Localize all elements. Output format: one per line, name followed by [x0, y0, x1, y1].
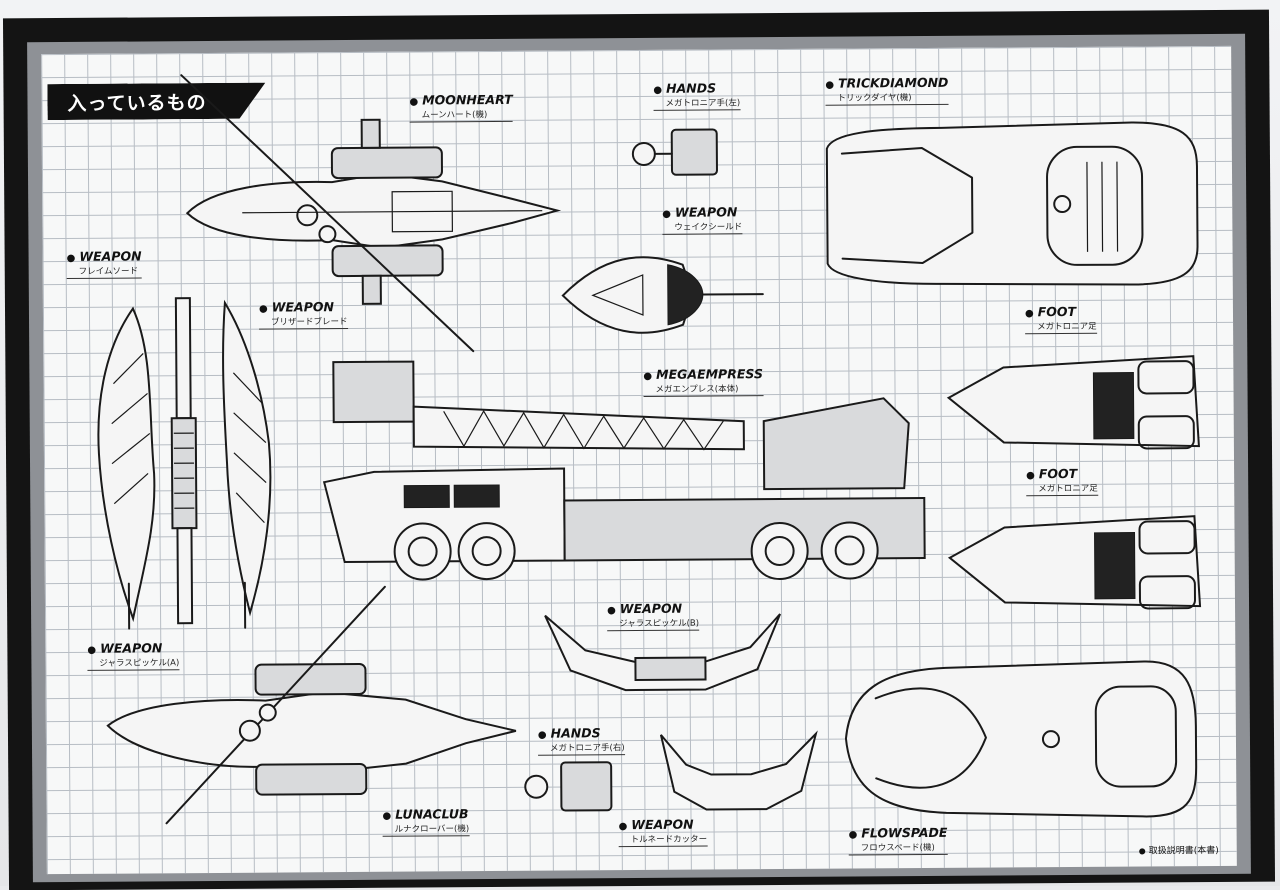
weapon-shield-sub: ウェイクシールド: [662, 223, 742, 235]
label-moonheart: MOONHEART ムーンハート(機): [409, 93, 512, 123]
foot-bottom-sub: メガトロニア足: [1026, 484, 1098, 496]
weapon-flame-sub: フレイムソード: [67, 267, 142, 279]
hands-top-name: HANDS: [653, 81, 740, 96]
tornado-cutter-drawing: [661, 734, 817, 810]
hands-bottom-drawing: [525, 762, 611, 811]
weapon-blizzard-sub: ブリザードブレード: [259, 318, 348, 331]
flowspade-drawing: [845, 661, 1196, 818]
label-foot-top: FOOT メガトロニア足: [1025, 305, 1097, 335]
label-weapon-flame: WEAPON フレイムソード: [67, 249, 142, 279]
hands-bottom-sub: メガトロニア手(右): [538, 744, 625, 757]
foot-bottom-drawing: [949, 516, 1200, 610]
weapon-tornado-name: WEAPON: [618, 818, 707, 833]
flame-sword-drawing: [98, 308, 156, 628]
weapon-flame-name: WEAPON: [67, 249, 142, 264]
staff-drawing: [171, 298, 197, 623]
foot-top-name: FOOT: [1025, 305, 1097, 320]
footnote: 取扱説明書(本書): [1139, 843, 1219, 857]
label-weapon-blizzard: WEAPON ブリザードブレード: [259, 300, 348, 330]
megaempress-sub: メガエンプレス(本体): [643, 385, 763, 398]
flowspade-sub: フロウスペード(機): [849, 843, 948, 856]
label-weapon-shield: WEAPON ウェイクシールド: [662, 205, 742, 235]
lunaclub-name: LUNACLUB: [382, 807, 469, 822]
lunaclub-sub: ルナクローバー(機): [383, 825, 470, 838]
label-weapon-jaws-left: WEAPON ジャラスピッケル(A): [87, 641, 179, 671]
trickdiamond-name: TRICKDIAMOND: [825, 76, 948, 91]
foot-top-sub: メガトロニア足: [1025, 322, 1097, 334]
weapon-jaws-left-name: WEAPON: [87, 641, 179, 656]
flowspade-name: FLOWSPADE: [849, 826, 948, 841]
weapon-shield-name: WEAPON: [662, 205, 742, 220]
hands-top-drawing: [633, 129, 717, 175]
weapon-tornado-sub: トルネードカッター: [619, 835, 708, 848]
label-lunaclub: LUNACLUB ルナクローバー(機): [382, 807, 469, 837]
label-trickdiamond: TRICKDIAMOND トリックダイヤ(機): [825, 76, 948, 106]
trickdiamond-sub: トリックダイヤ(機): [825, 93, 948, 106]
label-hands-top: HANDS メガトロニア手(左): [653, 81, 740, 111]
lunaclub-drawing: [107, 586, 517, 824]
moonheart-name: MOONHEART: [409, 93, 512, 108]
megaempress-drawing: [323, 358, 925, 582]
hands-top-sub: メガトロニア手(左): [653, 99, 740, 112]
foot-top-drawing: [948, 356, 1199, 450]
weapon-jaws-left-sub: ジャラスピッケル(A): [87, 659, 179, 672]
label-weapon-jaws-mid: WEAPON ジャラスピッケル(B): [607, 602, 699, 632]
label-weapon-tornado: WEAPON トルネードカッター: [618, 818, 707, 848]
weapon-jaws-mid-sub: ジャラスピッケル(B): [607, 619, 699, 632]
label-hands-bottom: HANDS メガトロニア手(右): [538, 726, 625, 756]
label-megaempress: MEGAEMPRESS メガエンプレス(本体): [643, 367, 763, 397]
weapon-shield-drawing: [563, 256, 764, 333]
moonheart-sub: ムーンハート(機): [410, 110, 513, 123]
label-foot-bottom: FOOT メガトロニア足: [1026, 467, 1098, 497]
foot-bottom-name: FOOT: [1026, 467, 1098, 482]
weapon-jaws-mid-name: WEAPON: [607, 602, 699, 617]
megaempress-name: MEGAEMPRESS: [643, 367, 763, 382]
trickdiamond-drawing: [827, 122, 1198, 287]
blizzard-blade-drawing: [223, 303, 272, 628]
label-flowspade: FLOWSPADE フロウスペード(機): [849, 826, 948, 856]
hands-bottom-name: HANDS: [538, 726, 625, 741]
weapon-blizzard-name: WEAPON: [259, 300, 348, 315]
parts-sheet: 入っているもの: [41, 46, 1237, 874]
schematic-drawings: [41, 46, 1237, 874]
